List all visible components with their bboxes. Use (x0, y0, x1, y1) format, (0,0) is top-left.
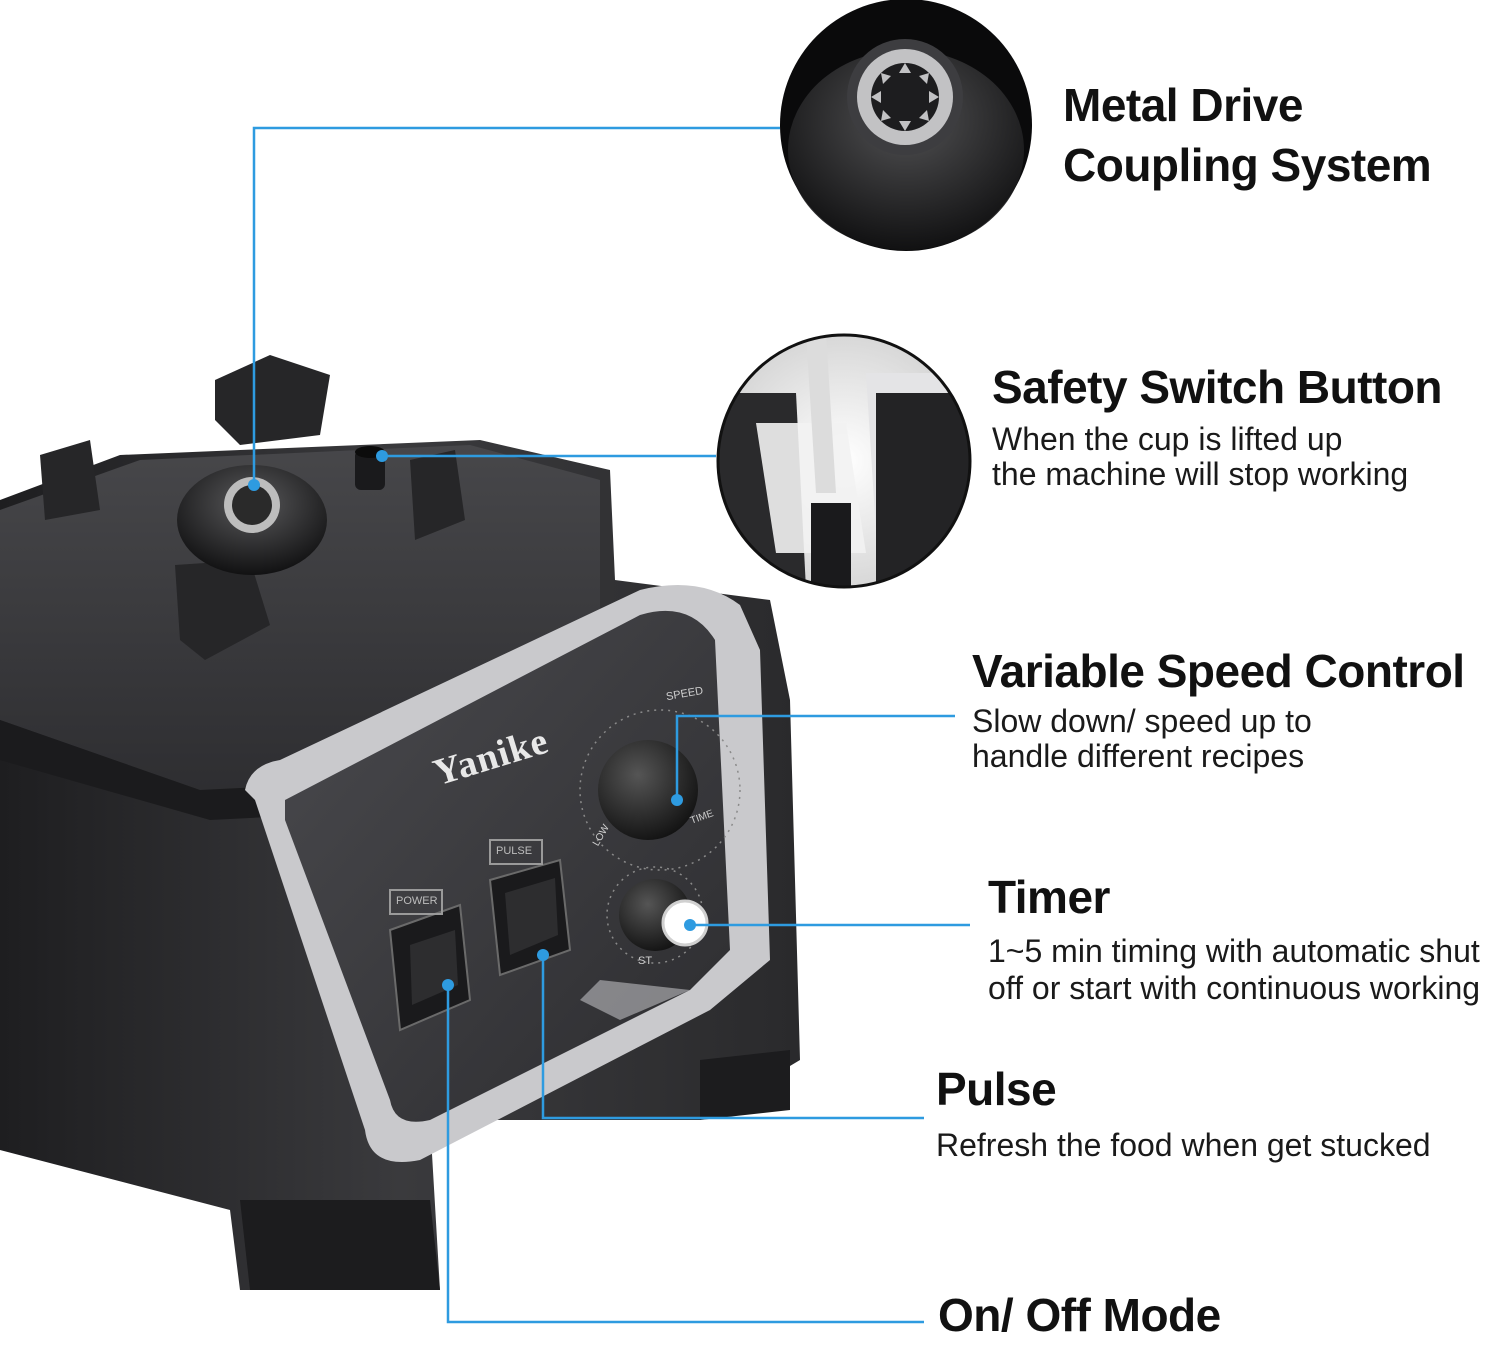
feature-timer: Timer 1~5 min timing with automatic shut… (988, 868, 1480, 1006)
speed-knob[interactable] (598, 740, 698, 840)
power-label: POWER (396, 895, 438, 907)
feature-timer-desc-line2: off or start with continuous working (988, 969, 1481, 1006)
feature-onoff: On/ Off Mode (938, 1286, 1221, 1346)
feature-speed-title: Variable Speed Control (972, 645, 1465, 697)
safety-switch-closeup-image (716, 333, 972, 589)
feature-safety-title: Safety Switch Button (992, 361, 1443, 413)
feature-timer-desc-line1: 1~5 min timing with automatic shut (988, 932, 1480, 969)
feature-pulse: Pulse Refresh the food when get stucked (936, 1060, 1431, 1163)
feature-speed-desc-line1: Slow down/ speed up to (972, 702, 1312, 739)
feature-coupling: Metal Drive Coupling System (1063, 76, 1432, 196)
coupling-closeup-image (780, 0, 1032, 251)
feature-pulse-title: Pulse (936, 1063, 1057, 1115)
feature-safety-desc-line2: the machine will stop working (992, 455, 1409, 492)
feature-speed: Variable Speed Control Slow down/ speed … (972, 642, 1465, 774)
feature-pulse-desc-line1: Refresh the food when get stucked (936, 1126, 1431, 1163)
feature-coupling-title-line1: Metal Drive (1063, 79, 1303, 131)
feature-onoff-title: On/ Off Mode (938, 1289, 1221, 1341)
feature-safety: Safety Switch Button When the cup is lif… (992, 358, 1443, 492)
feature-coupling-title-line2: Coupling System (1063, 138, 1432, 191)
pulse-label: PULSE (496, 845, 533, 857)
start-label: ST (638, 955, 653, 967)
feature-safety-desc-line1: When the cup is lifted up (992, 420, 1343, 457)
feature-speed-desc-line2: handle different recipes (972, 737, 1305, 774)
feature-timer-title: Timer (988, 871, 1110, 923)
